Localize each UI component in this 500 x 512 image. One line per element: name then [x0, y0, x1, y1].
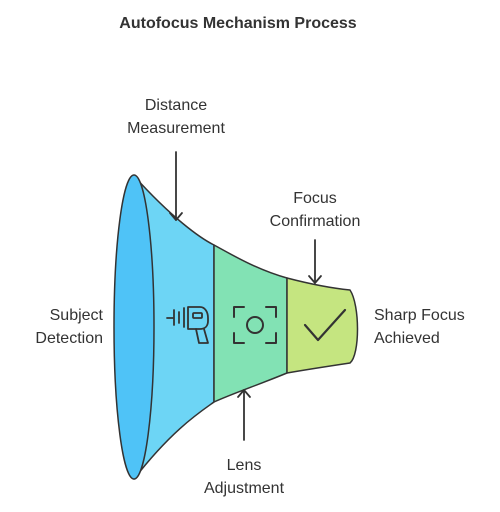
funnel-mouth — [113, 174, 155, 480]
lens-adjustment-label-line1: Lens — [227, 457, 262, 474]
lens-adjustment-arrow — [237, 389, 251, 441]
subject-detection-label-line1: Subject — [50, 307, 104, 324]
focus-confirmation-label-line2: Confirmation — [270, 213, 361, 230]
lens-adjustment-label-line2: Adjustment — [204, 480, 285, 497]
distance-measurement-arrow — [169, 151, 183, 221]
focus-confirmation-label-line1: Focus — [293, 190, 337, 207]
focus-confirmation-arrow — [308, 239, 322, 284]
focus-frame-icon — [233, 306, 277, 344]
sharp-focus-label-line1: Sharp Focus — [374, 307, 465, 324]
checkmark-icon — [303, 308, 347, 342]
stage-focus-confirmation-segment — [286, 277, 359, 374]
sharp-focus-label-line2: Achieved — [374, 330, 440, 347]
subject-detection-label-line2: Detection — [35, 330, 103, 347]
ray-gun-icon — [166, 306, 209, 344]
distance-measurement-label-line1: Distance — [145, 97, 207, 114]
stage-lens-adjustment-segment — [213, 244, 288, 403]
diagram-title: Autofocus Mechanism Process — [119, 15, 357, 32]
distance-measurement-label-line2: Measurement — [127, 120, 225, 137]
